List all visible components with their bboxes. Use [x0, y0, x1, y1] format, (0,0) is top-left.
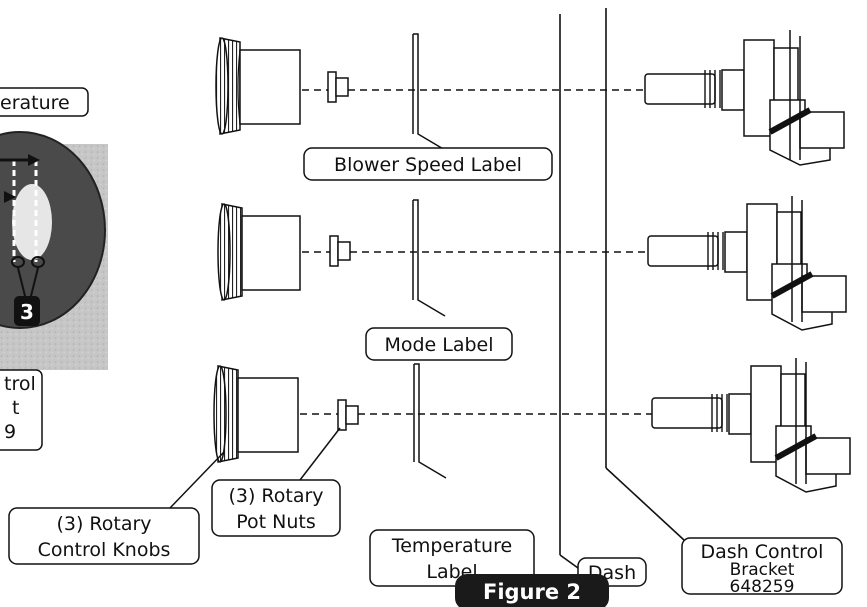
label-temperature: Temperature Label [369, 529, 535, 587]
row-mode: Mode Label [217, 196, 847, 361]
label-inset-cut: trol t 9 [0, 369, 43, 451]
svg-text:t: t [12, 397, 19, 419]
washer-photo-inset: 3 [0, 131, 108, 370]
knob-1 [215, 37, 301, 135]
svg-text:Dash Control: Dash Control [701, 541, 824, 563]
figure-caption-background [455, 574, 609, 607]
label-blower-speed: Blower Speed Label [303, 147, 553, 181]
svg-text:Mode Label: Mode Label [384, 334, 493, 356]
nut-1 [327, 71, 349, 103]
svg-text:648259: 648259 [730, 577, 795, 597]
label-temperature-cut: erature [0, 87, 89, 117]
svg-text:Pot Nuts: Pot Nuts [236, 511, 316, 533]
svg-text:trol: trol [4, 373, 36, 395]
svg-text:(3) Rotary: (3) Rotary [228, 485, 323, 507]
tab-1 [11, 256, 25, 268]
figure-caption: Figure 2 [455, 574, 609, 607]
row-blower: Blower Speed Label [215, 30, 845, 181]
arrow-head-mid [4, 191, 16, 203]
svg-text:Temperature: Temperature [391, 535, 512, 557]
label-dash-control-bracket: Dash Control Bracket 648259 [681, 537, 843, 597]
knob-3 [213, 365, 299, 463]
svg-text:Bracket: Bracket [730, 560, 795, 580]
temperature-label-plate [414, 363, 447, 479]
knob-2 [217, 203, 301, 301]
label-rotary-pot-nuts: (3) Rotary Pot Nuts [211, 479, 341, 537]
label-mode: Mode Label [365, 327, 513, 361]
nut-2 [329, 235, 351, 267]
potentiometer-2 [647, 196, 847, 331]
svg-text:9: 9 [4, 421, 16, 443]
blower-label-plate [413, 33, 446, 151]
nut-3 [337, 399, 359, 431]
row-temperature [213, 358, 851, 493]
svg-text:erature: erature [0, 92, 70, 114]
svg-text:Control Knobs: Control Knobs [38, 539, 171, 561]
potentiometer-3 [651, 358, 851, 493]
leader-nuts [299, 427, 341, 481]
arrow-head-top [28, 154, 40, 166]
mode-label-plate [413, 199, 446, 317]
svg-text:Figure 2: Figure 2 [483, 580, 581, 604]
svg-text:Blower Speed Label: Blower Speed Label [334, 154, 522, 176]
svg-text:(3) Rotary: (3) Rotary [56, 513, 151, 535]
washer-ring [0, 132, 105, 328]
washer-hole [12, 184, 52, 260]
potentiometer-1 [644, 30, 845, 166]
badge-number: 3 [20, 300, 34, 324]
leader-knobs [169, 451, 225, 509]
callout-badge [14, 296, 40, 326]
label-rotary-control-knobs: (3) Rotary Control Knobs [8, 507, 200, 565]
tab-2 [31, 256, 45, 268]
